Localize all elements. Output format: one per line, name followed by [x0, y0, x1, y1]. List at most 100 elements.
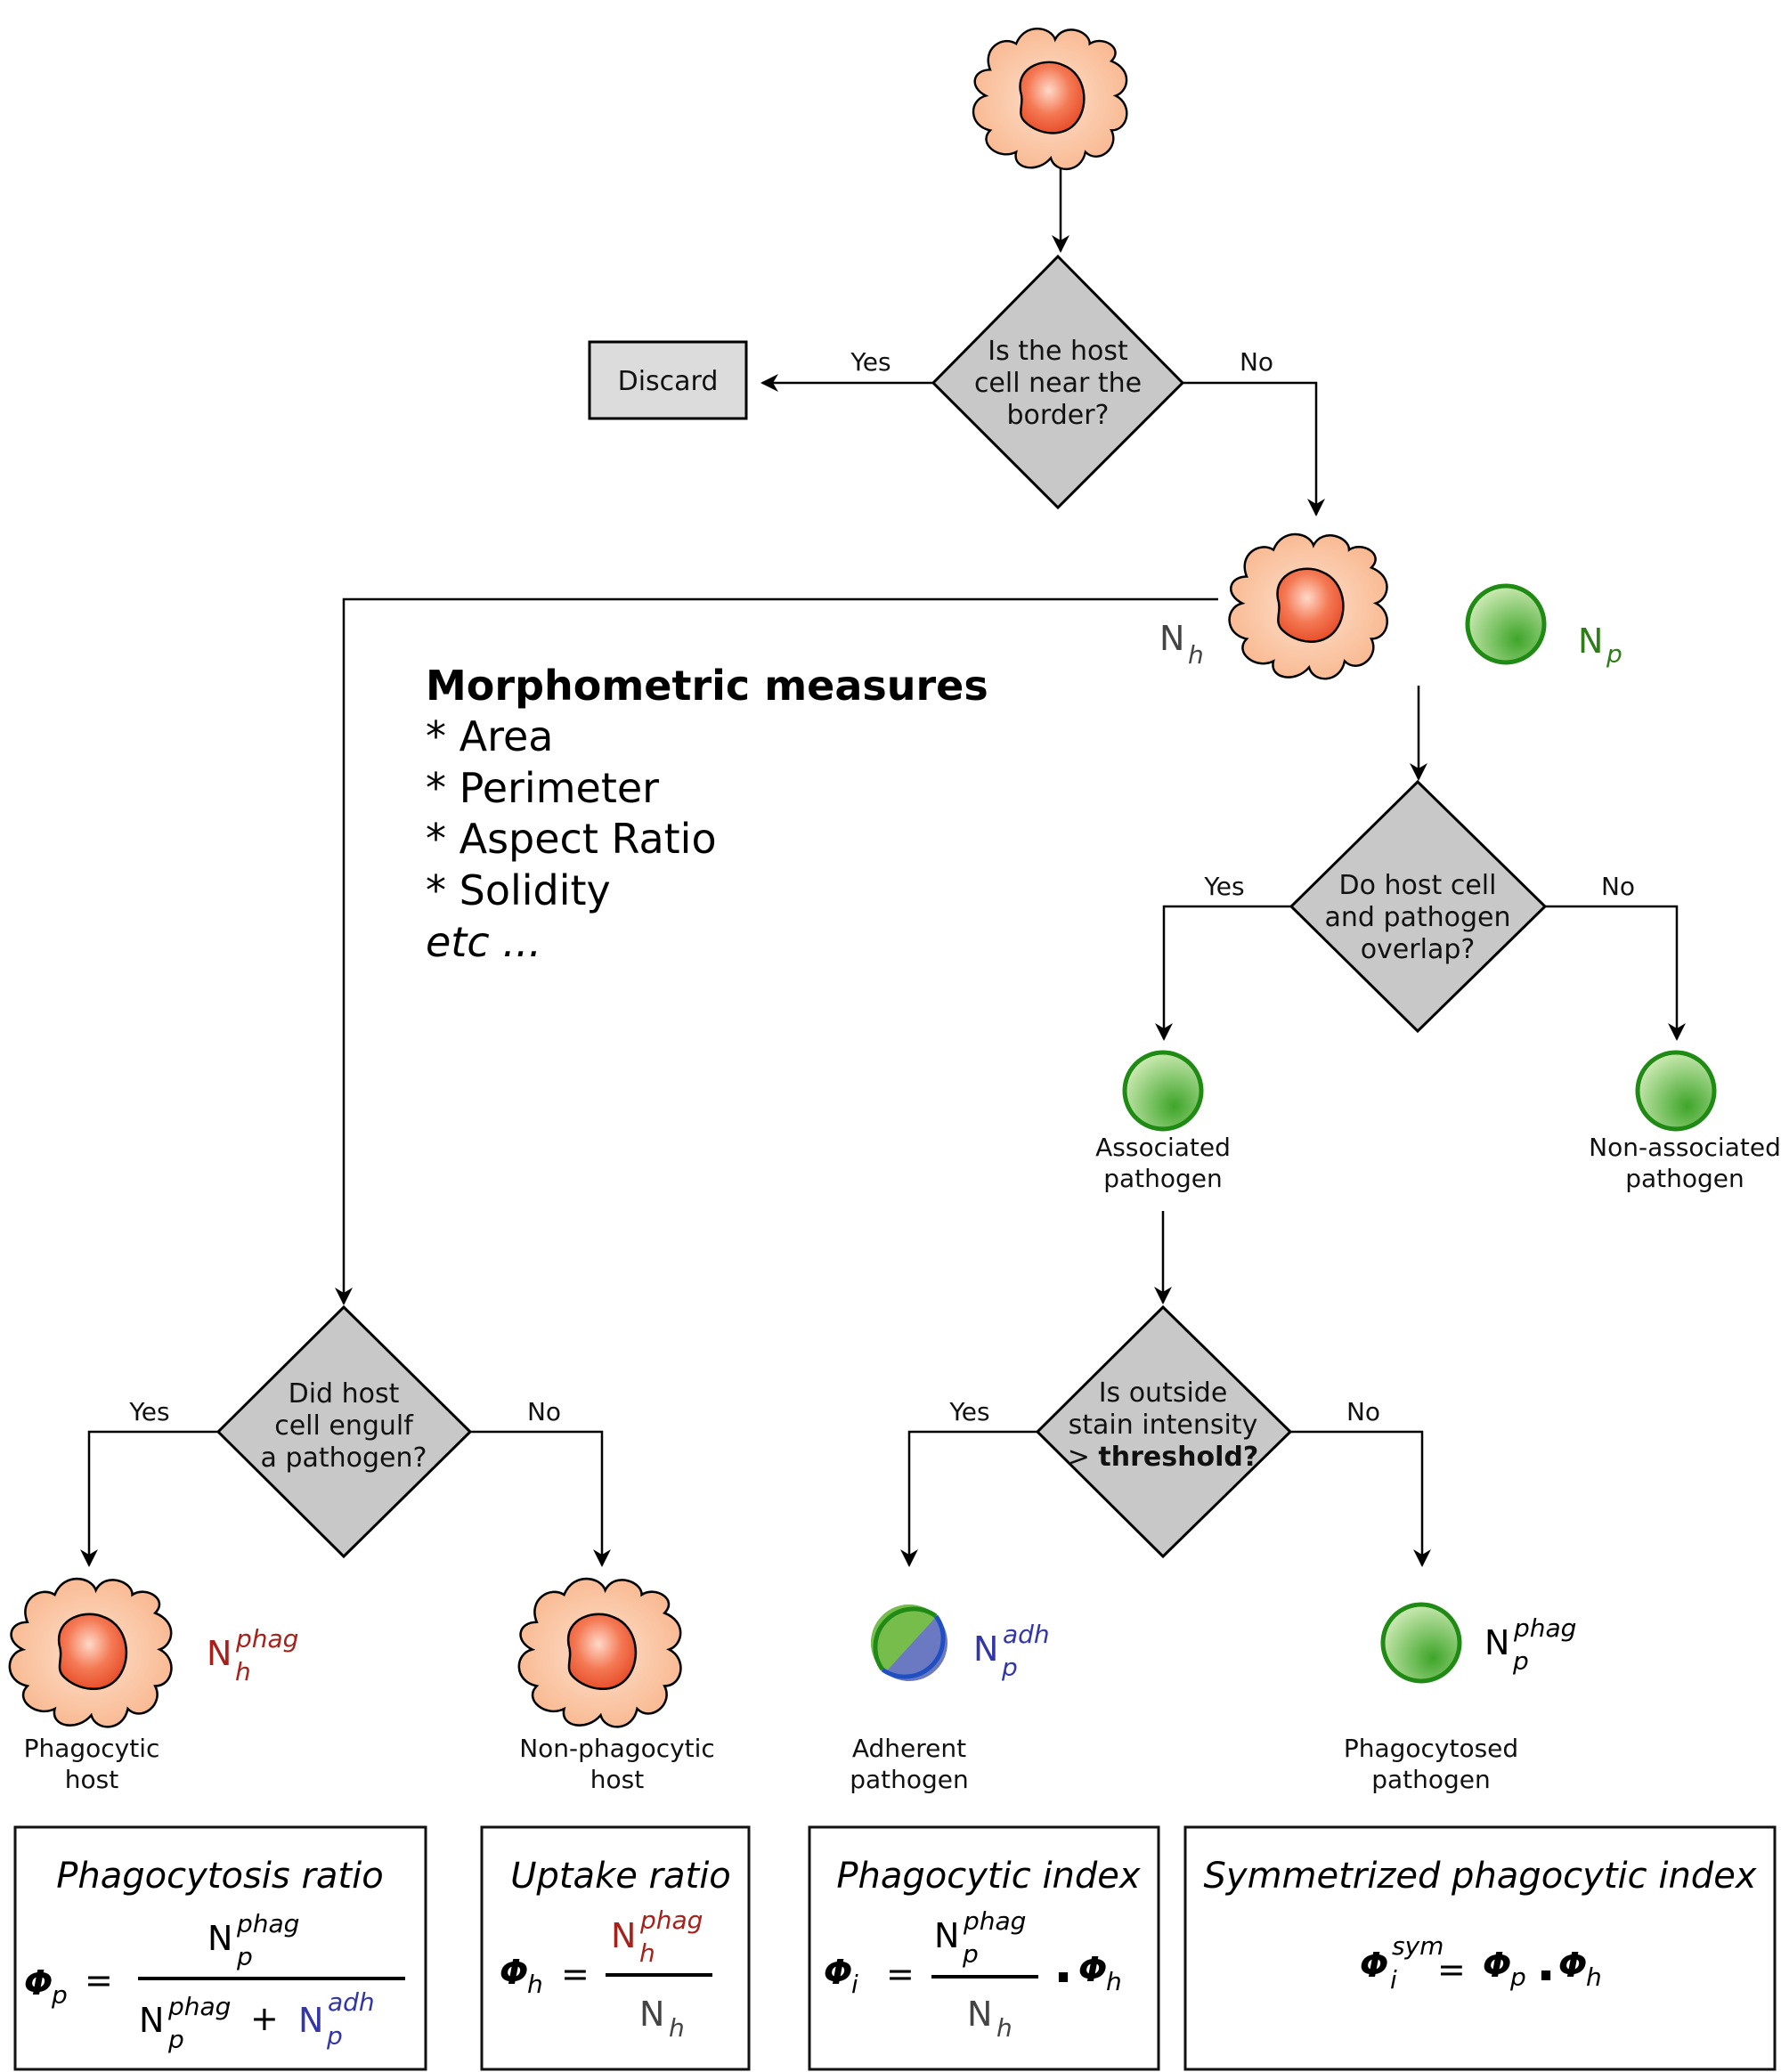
decision-diamond	[931, 254, 1185, 510]
threshold-bold: threshold?	[1098, 1442, 1258, 1473]
formula-a: Φ	[1483, 1946, 1511, 1985]
formula-title: Phagocytic index	[836, 1856, 1140, 1897]
decision-line: cell near the	[974, 368, 1142, 399]
svg-text:adh: adh	[1003, 1620, 1050, 1649]
svg-text:N: N	[1578, 622, 1603, 661]
adherent-label: Adherent	[852, 1734, 966, 1763]
svg-text:N: N	[1159, 619, 1184, 658]
morphometric-item: * Solidity	[426, 866, 611, 914]
svg-text:p: p	[1001, 1653, 1018, 1682]
formula-title: Phagocytosis ratio	[56, 1856, 383, 1897]
decision-engulf: Did host cell engulf a pathogen? Yes No	[128, 1304, 561, 1559]
formula-eq: =	[561, 1954, 590, 1994]
formula-sub: p	[326, 2021, 343, 2051]
morphometric-item: * Area	[426, 712, 553, 760]
formula-den: N	[967, 1995, 992, 2034]
adherent-symbol: N adh p	[973, 1620, 1050, 1682]
formula-plus: +	[250, 1999, 279, 2038]
phagocytosed-pathogen-icon	[1380, 1602, 1462, 1684]
arrow-engulf-yes	[80, 1430, 218, 1567]
yes-label: Yes	[850, 347, 890, 377]
morphometric-list: Morphometric measures * Area * Perimeter…	[426, 662, 988, 966]
formula-b: Φ	[1558, 1946, 1587, 1985]
formula-sub: h	[1106, 1967, 1122, 1996]
host-cell-icon	[1228, 532, 1389, 680]
morphometric-item: * Aspect Ratio	[426, 815, 717, 863]
adherent-pathogen-icon	[871, 1605, 947, 1681]
uptake-ratio-box: Uptake ratio Φ h = N phag h N h	[480, 1825, 751, 2071]
formula-sub: p	[1509, 1962, 1526, 1992]
morphometric-etc: etc ...	[426, 918, 541, 966]
arrow-engulf-no	[470, 1430, 611, 1567]
formula-den: N	[298, 2001, 323, 2040]
arrow-border-no	[1183, 381, 1325, 516]
morphometric-title: Morphometric measures	[426, 662, 988, 710]
phagocytic-host-icon	[8, 1577, 173, 1728]
formula-sub: h	[1586, 1962, 1602, 1992]
svg-text:p: p	[1512, 1646, 1529, 1676]
formula-mult: Φ	[1078, 1950, 1107, 1989]
svg-text:N: N	[1484, 1623, 1509, 1662]
arrow-host-to-engulf	[335, 597, 1218, 1305]
np-label: N p	[1578, 622, 1622, 669]
non-associated-label: pathogen	[1625, 1164, 1744, 1193]
phagocytic-host-label: host	[65, 1765, 118, 1794]
decision-line: Is the host	[988, 336, 1128, 367]
associated-label: Associated	[1095, 1133, 1231, 1162]
phagocytic-symbol: N phag h	[207, 1624, 298, 1686]
decision-line: Did host	[289, 1378, 400, 1410]
yes-label: Yes	[1203, 872, 1244, 901]
phagocytosed-label: Phagocytosed	[1344, 1734, 1518, 1763]
decision-stain: Is outside stain intensity > threshold? …	[948, 1304, 1380, 1559]
arrow-stain-yes	[900, 1430, 1037, 1567]
formula-sub: h	[669, 2013, 685, 2043]
no-label: No	[1601, 872, 1635, 901]
decision-line: a pathogen?	[261, 1442, 427, 1474]
svg-text:p: p	[1606, 639, 1622, 669]
decision-overlap: Do host cell and pathogen overlap? Yes N…	[1203, 779, 1635, 1034]
svg-text:N: N	[207, 1634, 232, 1673]
no-label: No	[527, 1397, 561, 1426]
non-phagocytic-host-icon	[517, 1577, 682, 1728]
formula-lhs-sub: i	[851, 1970, 858, 1999]
formula-lhs: Φ	[24, 1963, 53, 2003]
yes-label: Yes	[948, 1397, 989, 1426]
nh-label: N h	[1159, 619, 1204, 670]
host-cell-icon	[972, 27, 1128, 171]
formula-num: N	[934, 1916, 959, 1955]
threshold-prefix: >	[1068, 1442, 1090, 1473]
adherent-label: pathogen	[850, 1765, 969, 1794]
decision-diamond	[216, 1304, 473, 1559]
phagocytosis-ratio-box: Phagocytosis ratio Φ p = N phag p N phag…	[13, 1825, 427, 2071]
formula-sup: sym	[1392, 1931, 1444, 1961]
no-label: No	[1346, 1397, 1380, 1426]
non-associated-label: Non-associated	[1589, 1133, 1781, 1162]
formula-num: N	[207, 1919, 232, 1958]
no-label: No	[1240, 347, 1273, 377]
non-phagocytic-host-label: host	[590, 1765, 644, 1794]
formula-den: N	[139, 2001, 164, 2040]
symmetrized-index-box: Symmetrized phagocytic index Φ sym i = Φ…	[1183, 1825, 1777, 2071]
formula-den: N	[639, 1995, 664, 2034]
formula-sub: i	[1390, 1965, 1397, 1995]
formula-sub: h	[639, 1938, 655, 1968]
formula-sup: phag	[963, 1906, 1026, 1936]
non-phagocytic-host-label: Non-phagocytic	[519, 1734, 715, 1763]
formula-dot: .	[1536, 1932, 1556, 1993]
discard-box: Discard	[588, 340, 748, 420]
pathogen-icon	[1465, 583, 1547, 665]
decision-diamond	[1289, 779, 1548, 1034]
formula-lhs-sub: h	[527, 1970, 543, 1999]
arrow-overlap-no	[1545, 905, 1686, 1041]
formula-dot: .	[1053, 1934, 1073, 1995]
formula-eq: =	[886, 1954, 915, 1994]
formula-num: N	[611, 1916, 636, 1955]
svg-text:phag: phag	[235, 1624, 298, 1654]
formula-lhs: Φ	[500, 1953, 528, 1992]
formula-sub: p	[167, 2025, 184, 2054]
decision-line: cell engulf	[274, 1410, 414, 1442]
decision-line: border?	[1007, 400, 1110, 431]
phagocytosed-label: pathogen	[1371, 1765, 1491, 1794]
associated-pathogen-icon	[1122, 1050, 1204, 1132]
